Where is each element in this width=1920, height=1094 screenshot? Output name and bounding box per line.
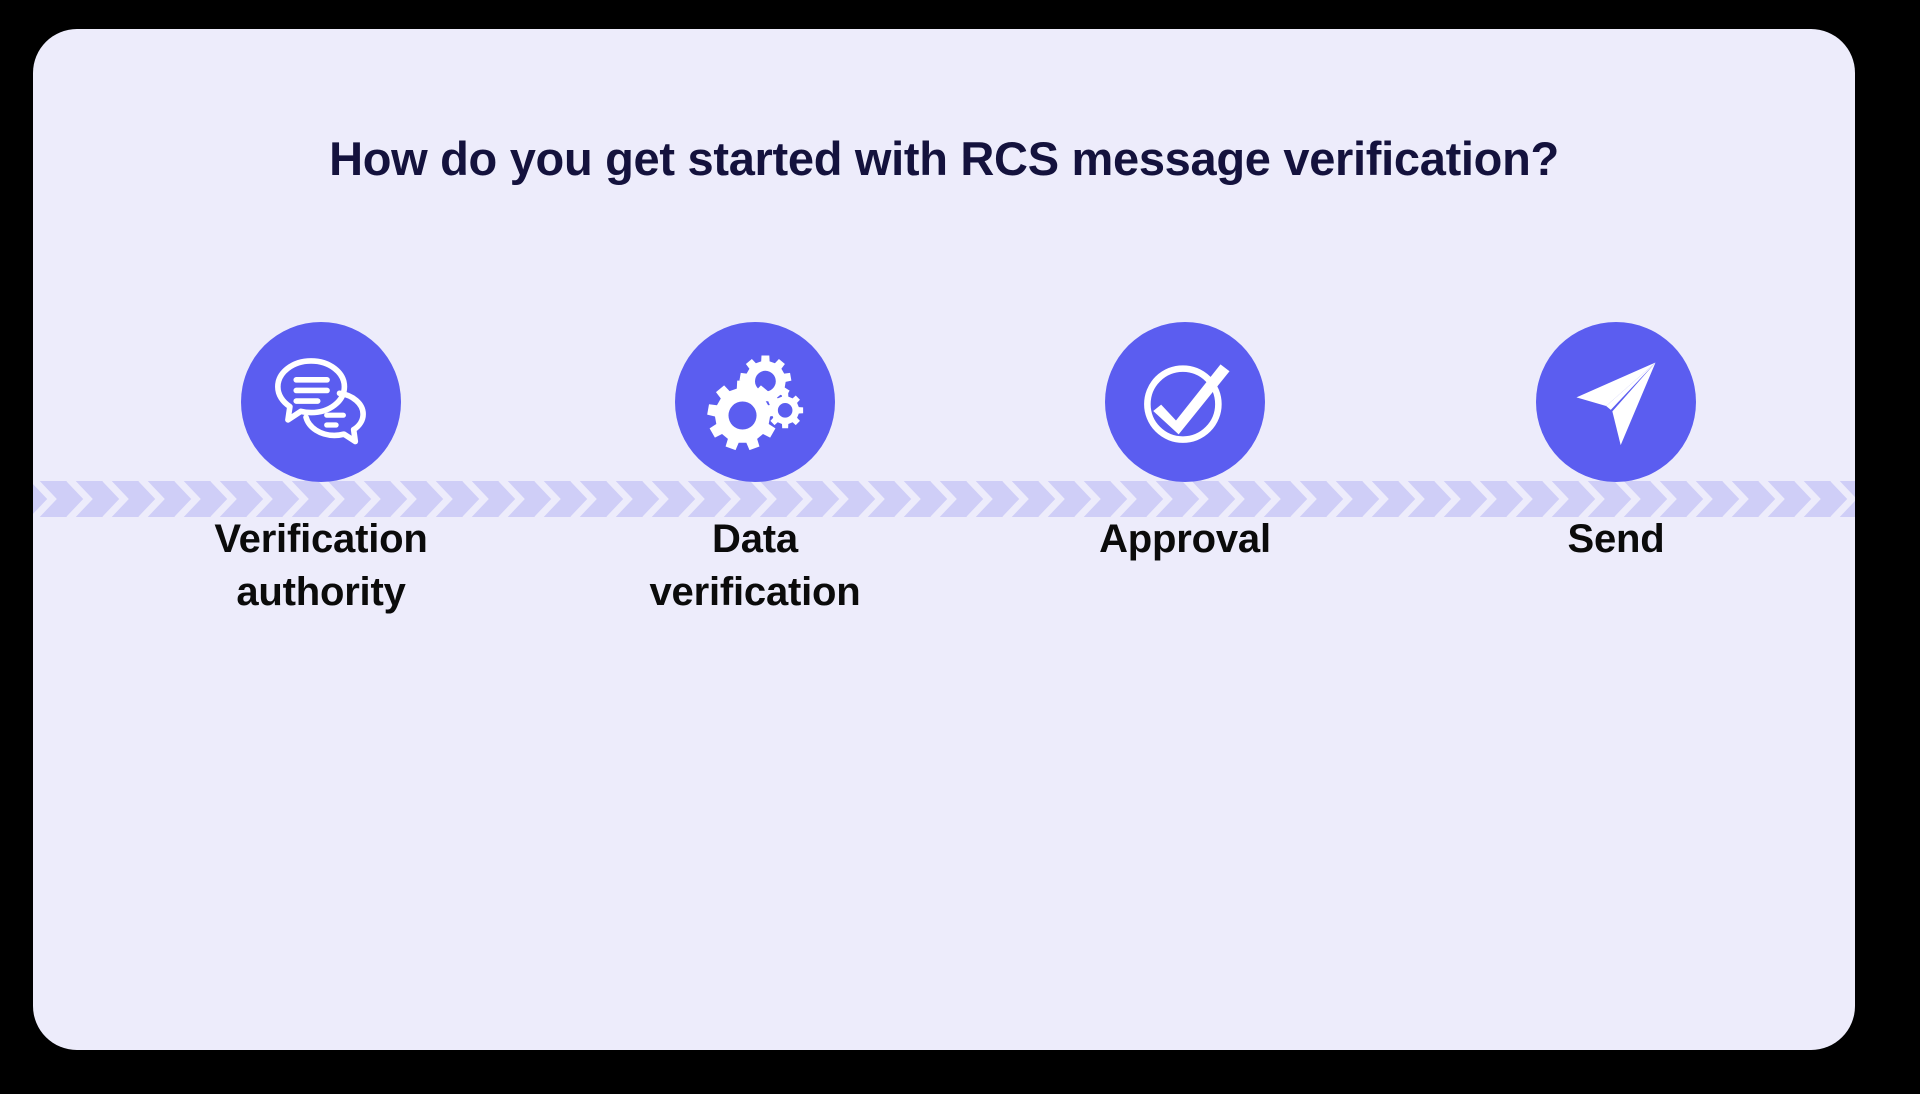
gears-icon xyxy=(703,350,807,454)
step-label-4: Send xyxy=(1567,517,1665,561)
infographic-card: How do you get started with RCS message … xyxy=(33,29,1855,1050)
check-circle-icon xyxy=(1132,349,1238,455)
send-plane-icon xyxy=(1564,350,1668,454)
step-icon-badge-3 xyxy=(1105,322,1265,482)
step-2: Data verification xyxy=(605,322,905,619)
page-title: How do you get started with RCS message … xyxy=(329,132,1559,185)
step-label-3: Approval xyxy=(1099,517,1271,561)
step-label-1: Verification authority xyxy=(214,517,428,614)
step-3: Approval xyxy=(1035,322,1335,566)
step-4: Send xyxy=(1466,322,1766,566)
step-icon-badge-4 xyxy=(1536,322,1696,482)
steps-row: Verification authority Data verification… xyxy=(33,29,1855,1050)
chat-bubbles-icon xyxy=(269,350,373,454)
step-icon-badge-1 xyxy=(241,322,401,482)
step-1: Verification authority xyxy=(171,322,471,619)
step-icon-badge-2 xyxy=(675,322,835,482)
step-label-2: Data verification xyxy=(649,517,861,614)
chevron-progress-band xyxy=(33,481,1855,517)
